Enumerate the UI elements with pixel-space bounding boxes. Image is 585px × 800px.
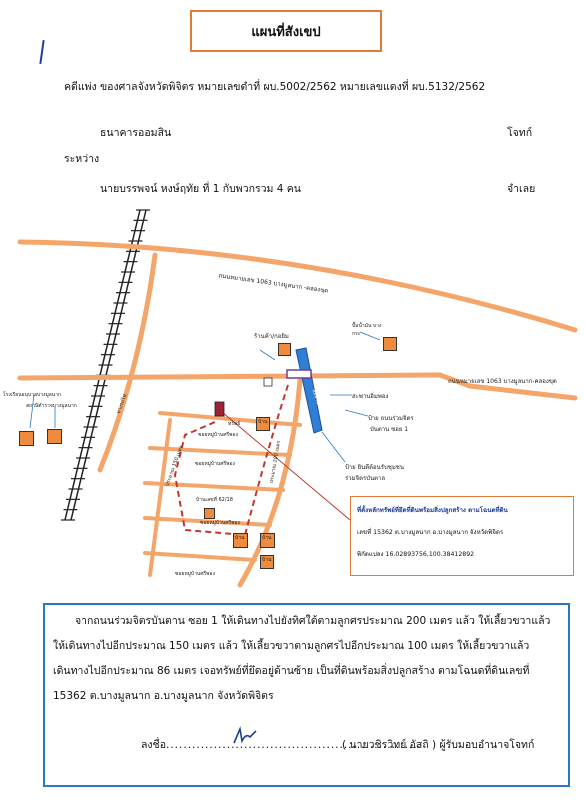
soi-label-3: ซอยหมู่บ้านศรีพอง [200, 520, 240, 526]
house-square-1 [256, 417, 270, 431]
road-label-right: ถนนหมายเลข 1063 บางมูลนาก-คลองขุด [448, 378, 557, 385]
description-line-1: จากถนนร่วมจิตรบันตาน ซอย 1 ให้เดินทางไปย… [75, 615, 551, 627]
signature-name: ( นายวชิรวิทย์ อัสถิ ) ผู้รับมอบอำนาจโจท… [342, 739, 535, 751]
sign-welcome-label-2: ร่วมจิตรบันตาล [345, 475, 386, 482]
description-line-3: เดินทางไปอีกประมาณ 86 เมตร เจอทรัพย์ที่ย… [53, 665, 530, 677]
house-label-2: บ้าน [235, 535, 245, 541]
sketch-map [17, 209, 578, 588]
description-box: จากถนนร่วมจิตรบันตาน ซอย 1 ให้เดินทางไปย… [43, 603, 570, 787]
house-label-1: บ้าน [258, 419, 268, 425]
signature-prefix: ลงชื่อ..................................… [141, 739, 422, 751]
description-line-4: 15362 ต.บางมูลนาก อ.บางมูลนาก จังหวัดพิจ… [53, 690, 274, 702]
school-label: โรงเรียนอนุบาลบางมูลนาก [3, 392, 62, 398]
soi-house-label: บ้านเลขที่ 62/18 [196, 497, 233, 503]
page-title: แผนที่สังเขป [251, 24, 321, 40]
police-square [47, 429, 62, 444]
case-line: คดีแพ่ง ของศาลจังหวัดพิจิตร หมายเลขดำที่… [64, 81, 486, 93]
property-info-box: ที่ตั้งหลักทรัพย์ที่ยึดที่ดินพร้อมสิ่งปล… [350, 496, 574, 576]
shop-square [278, 343, 291, 356]
route-path [173, 384, 289, 537]
house-square-3 [260, 533, 275, 548]
property-marker [214, 401, 225, 417]
margin-mark [39, 39, 45, 65]
plaintiff-role: โจทก์ [507, 127, 533, 139]
house-label-4: บ้าน [262, 557, 272, 563]
shop-label: ร้านค้า/กอยิม [254, 333, 289, 340]
bridge-gate [286, 369, 312, 379]
school-square [19, 431, 34, 446]
signature-mark [233, 726, 257, 744]
house-square-4 [260, 555, 274, 569]
title-box: แผนที่สังเขป [190, 10, 382, 52]
soi-label-2: ซอยหมู่บ้านศรีพอง [195, 461, 235, 467]
railway [61, 209, 150, 521]
plaintiff: ธนาคารออมสิน [100, 127, 172, 139]
description-line-2: ให้เดินทางไปอีกประมาณ 150 เมตร แล้ว ให้เ… [53, 640, 530, 652]
sign-welcome-label: ป้าย ยินดีต้อนรับชุมชน [345, 464, 404, 471]
info-line-1: ที่ตั้งหลักทรัพย์ที่ยึดที่ดินพร้อมสิ่งปล… [357, 507, 508, 514]
pump-label: ปั๊มน้ำมัน บางกระ [352, 323, 382, 337]
signature-dots: ........................................… [166, 739, 422, 751]
defendant: นายบรรพจน์ หงษ์ฤทัย ที่ 1 กับพวกรวม 4 คน [100, 183, 301, 195]
police-label: สถานีตำรวจบางมูลนาก [26, 403, 77, 409]
roads [17, 239, 578, 588]
info-line-2: เลขที่ 15362 ต.บางมูลนาก อ.บางมูลนาก จัง… [357, 529, 504, 536]
sign-ruam-label: ป้าย ถนนร่วมจิตร [368, 415, 414, 422]
label-pointers [29, 331, 381, 463]
soi-label-1: ซอยหมู่บ้านศรีพอง [198, 432, 238, 438]
property-label: ทรัพย์ [228, 421, 241, 427]
house-label-3: บ้าน [262, 535, 272, 541]
small-building [263, 377, 273, 387]
pump-square [383, 337, 397, 351]
pointer-line [221, 411, 351, 521]
house-square-5 [204, 508, 215, 519]
sign-ruam-label-2: บันตาน ซอย 1 [370, 426, 409, 433]
bridge-label: สะพานอิ่มพอง [352, 393, 389, 400]
info-line-3: พิกัดแปลง 16.02893756,100.38412892 [357, 551, 475, 558]
soi-label-4: ซอยหมู่บ้านศรีพอง [175, 571, 215, 577]
between-label: ระหว่าง [64, 153, 100, 165]
house-square-2 [233, 533, 248, 548]
defendant-role: จำเลย [507, 183, 536, 195]
